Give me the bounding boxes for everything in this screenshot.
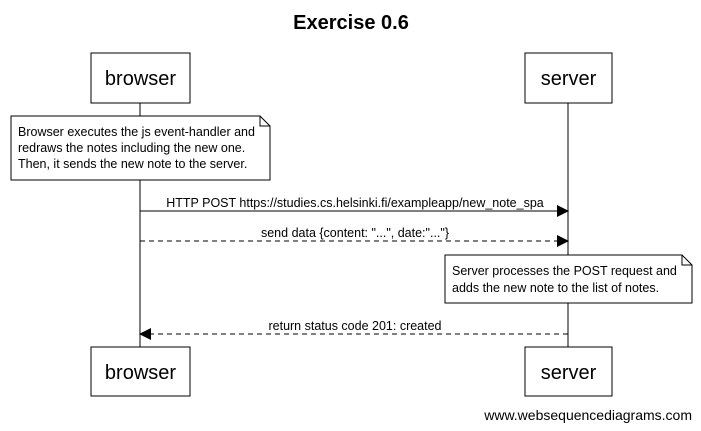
server-actor-label: server	[541, 68, 597, 90]
diagram-title: Exercise 0.6	[293, 12, 409, 34]
message-http-post: HTTP POST https://studies.cs.helsinki.fi…	[140, 196, 569, 217]
server-actor-top: server	[524, 52, 613, 104]
watermark-link[interactable]: www.websequencediagrams.com	[483, 407, 692, 423]
browser-note: Browser executes the js event-handler an…	[10, 115, 271, 181]
message-send-data: send data {content: "...", date:"..."}	[140, 226, 569, 247]
server-note-line-1: Server processes the POST request and	[452, 264, 677, 278]
message-send-data-label: send data {content: "...", date:"..."}	[261, 226, 449, 240]
browser-note-line-2: redraws the notes including the new one.	[18, 141, 245, 155]
message-response: return status code 201: created	[139, 319, 568, 340]
browser-actor-bottom: browser	[90, 346, 191, 397]
message-response-label: return status code 201: created	[268, 319, 441, 333]
server-actor-bottom: server	[524, 346, 613, 397]
browser-actor-label: browser	[105, 68, 176, 90]
message-http-post-label: HTTP POST https://studies.cs.helsinki.fi…	[166, 196, 544, 210]
server-note: Server processes the POST request and ad…	[444, 254, 693, 304]
browser-note-line-3: Then, it sends the new note to the serve…	[18, 157, 247, 171]
server-actor-bottom-label: server	[541, 362, 597, 384]
browser-note-line-1: Browser executes the js event-handler an…	[18, 125, 255, 139]
server-note-line-2: adds the new note to the list of notes.	[452, 281, 659, 295]
browser-actor-top: browser	[90, 52, 191, 104]
browser-actor-bottom-label: browser	[105, 362, 176, 384]
